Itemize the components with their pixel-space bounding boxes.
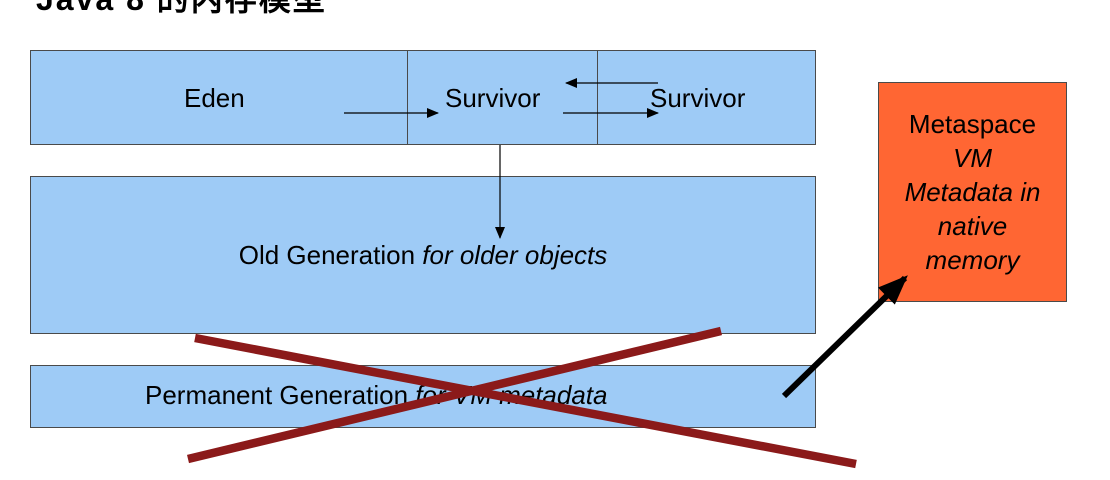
- eden-label: Eden: [184, 83, 245, 113]
- young-generation-box: Eden Survivor Survivor: [30, 50, 816, 145]
- survivor-region-2: Survivor: [597, 51, 815, 144]
- metaspace-line-1: VM: [953, 143, 992, 173]
- metaspace-title: Metaspace: [908, 109, 1037, 139]
- permanent-generation-label: Permanent Generation for VM metadata: [145, 380, 607, 411]
- permanent-generation-name: Permanent Generation: [145, 380, 409, 410]
- old-generation-suffix: for older objects: [422, 239, 608, 270]
- metaspace-box: Metaspace VM Metadata in native memory: [878, 82, 1067, 302]
- metaspace-line-2: Metadata in: [904, 177, 1041, 207]
- survivor-2-label: Survivor: [650, 83, 746, 113]
- metaspace-line-4: memory: [925, 245, 1020, 275]
- old-generation-label: Old Generation for older objects: [239, 240, 608, 271]
- survivor-region-1: Survivor: [407, 51, 597, 144]
- page-title: Java 8 的内存模型: [36, 0, 327, 17]
- old-generation-box: Old Generation for older objects: [30, 176, 816, 334]
- permanent-generation-suffix: for VM metadata: [415, 380, 608, 410]
- eden-region: Eden: [31, 51, 407, 144]
- metaspace-line-3: native: [937, 211, 1008, 241]
- survivor-1-label: Survivor: [445, 83, 541, 113]
- permanent-generation-box: Permanent Generation for VM metadata: [30, 365, 816, 428]
- old-generation-name: Old Generation: [238, 239, 416, 270]
